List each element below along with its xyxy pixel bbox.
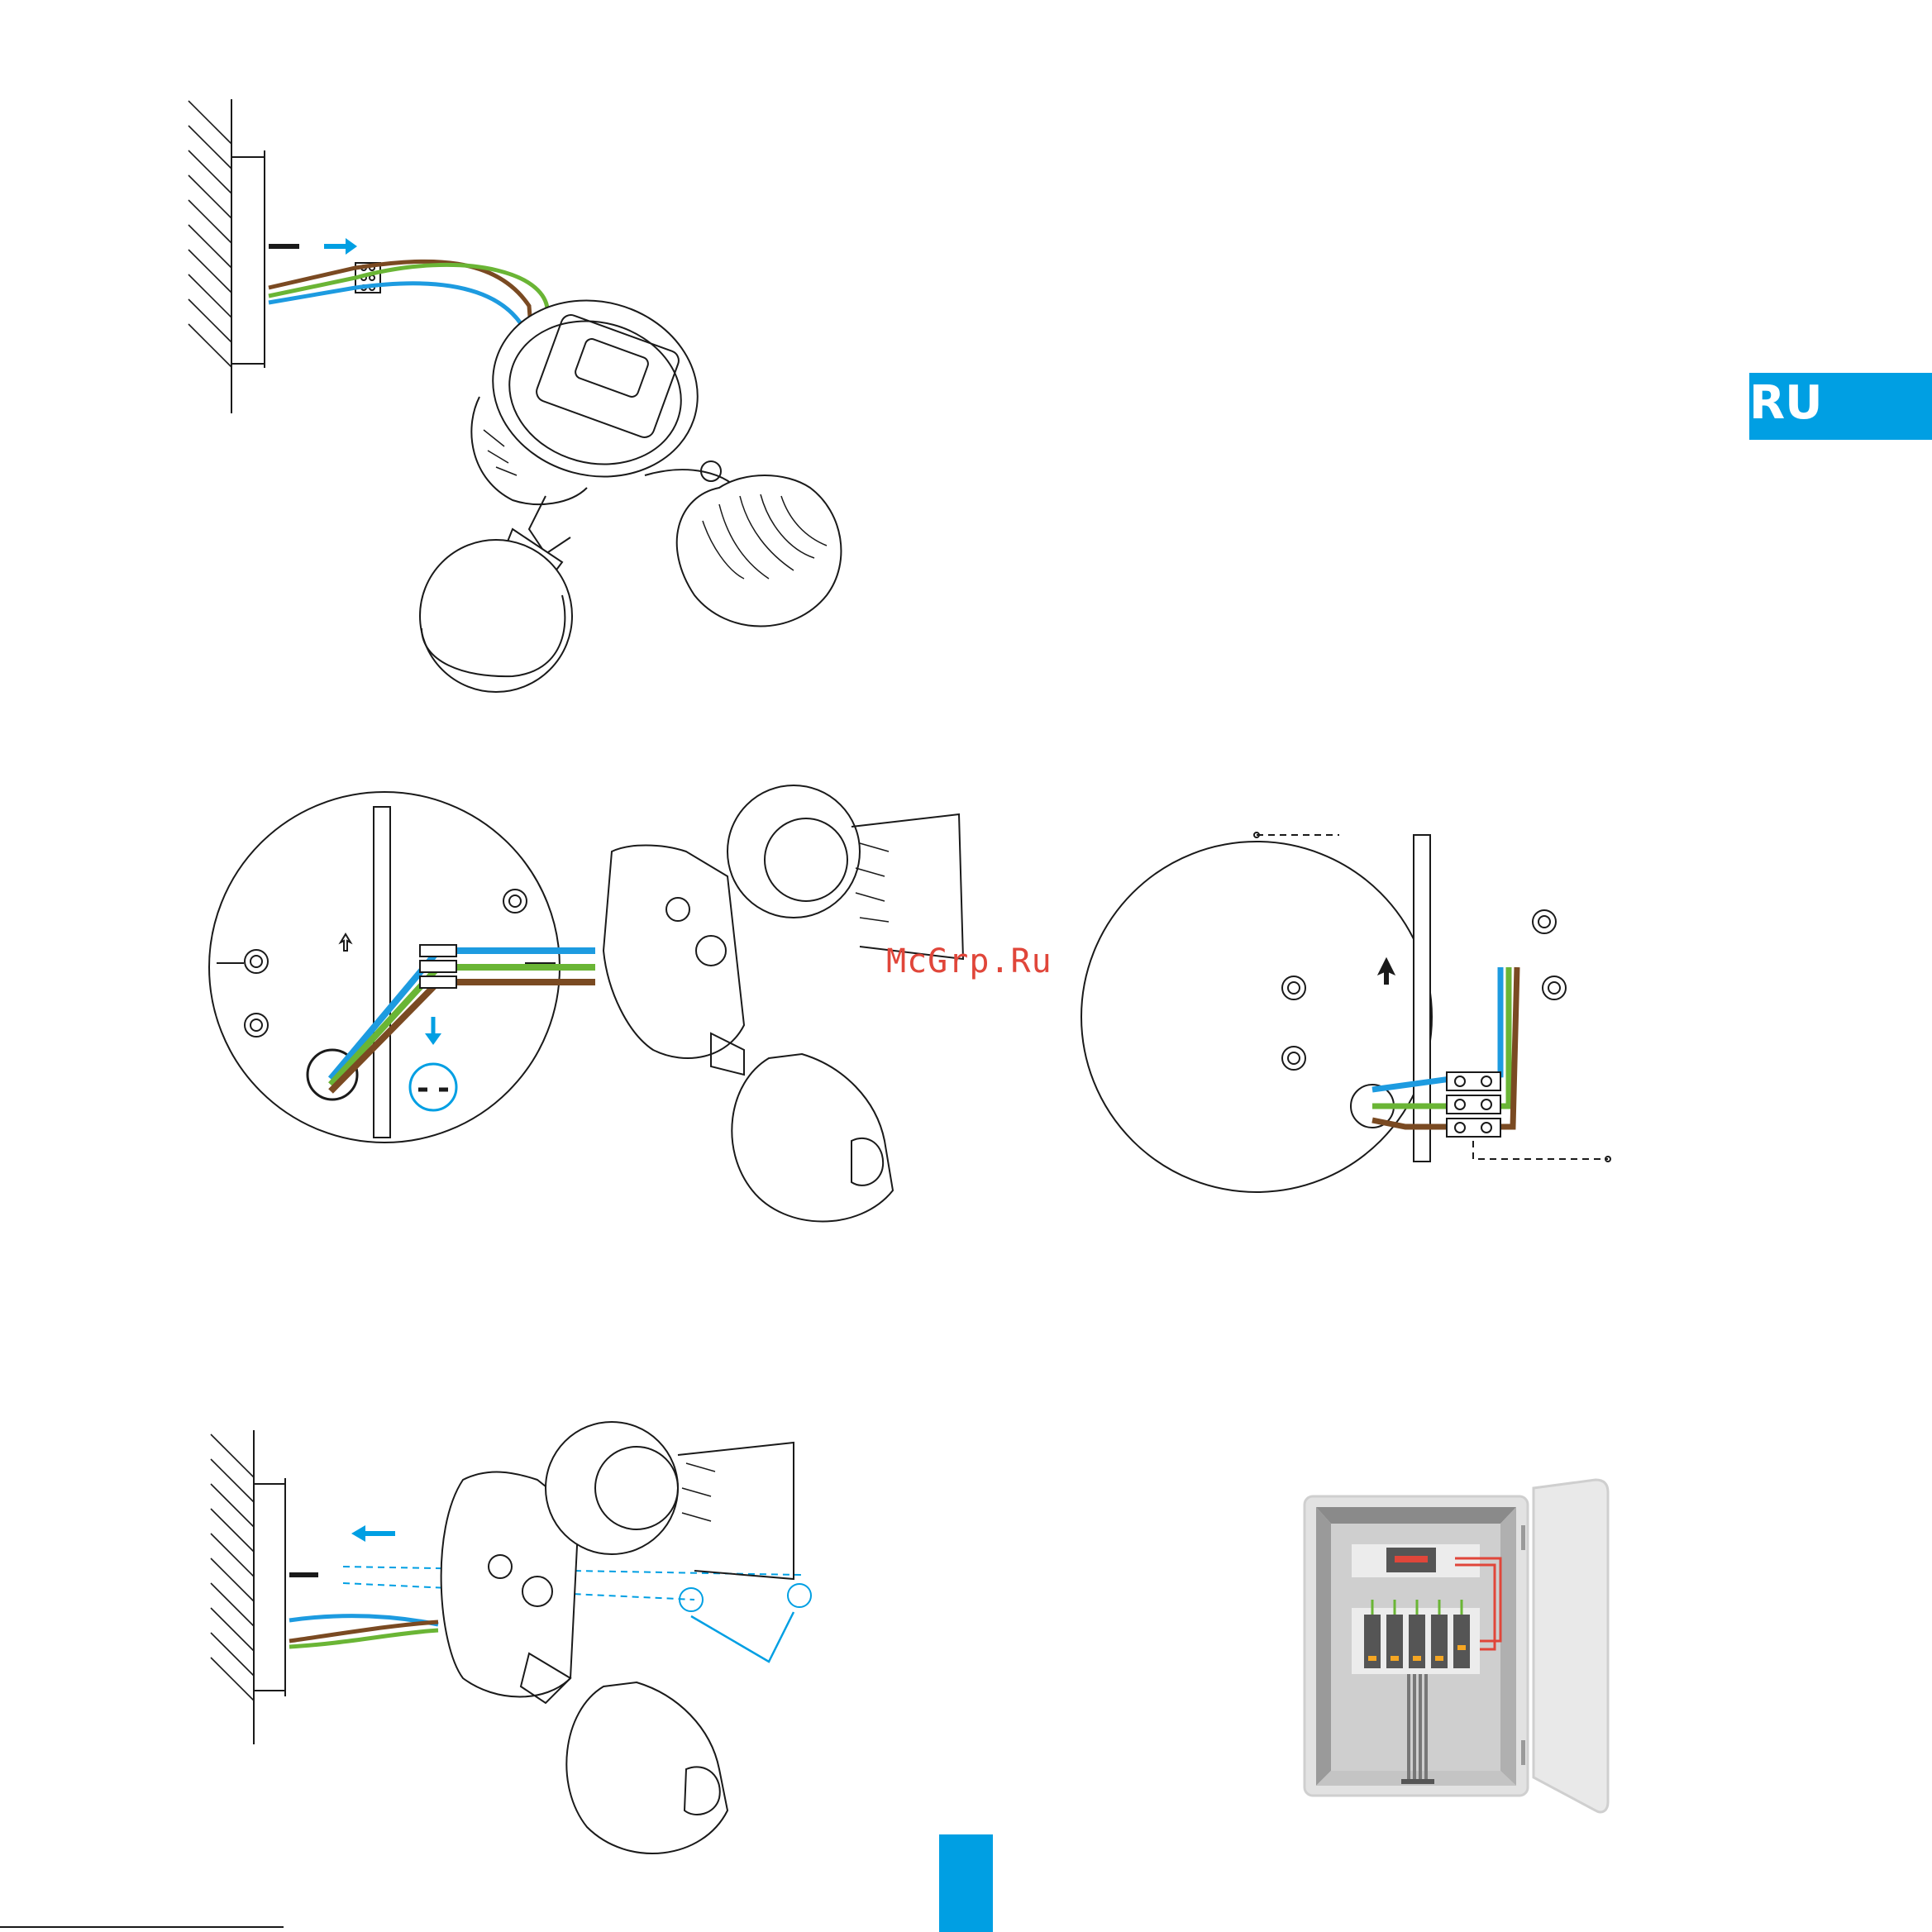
language-tab-label: RU [1749,376,1823,430]
figure-wiring-detail [1081,832,1610,1192]
figure-pull-wires [188,99,841,692]
footer-rule [0,1926,284,1928]
watermark: McGrp.Ru [886,942,1052,980]
page-marker-tab [939,1834,993,1932]
figure-attach-to-wall [211,1422,811,1853]
language-tab: RU [1749,373,1932,440]
figure-breaker-panel [1305,1480,1608,1812]
figure-mounting-plate [209,785,963,1222]
